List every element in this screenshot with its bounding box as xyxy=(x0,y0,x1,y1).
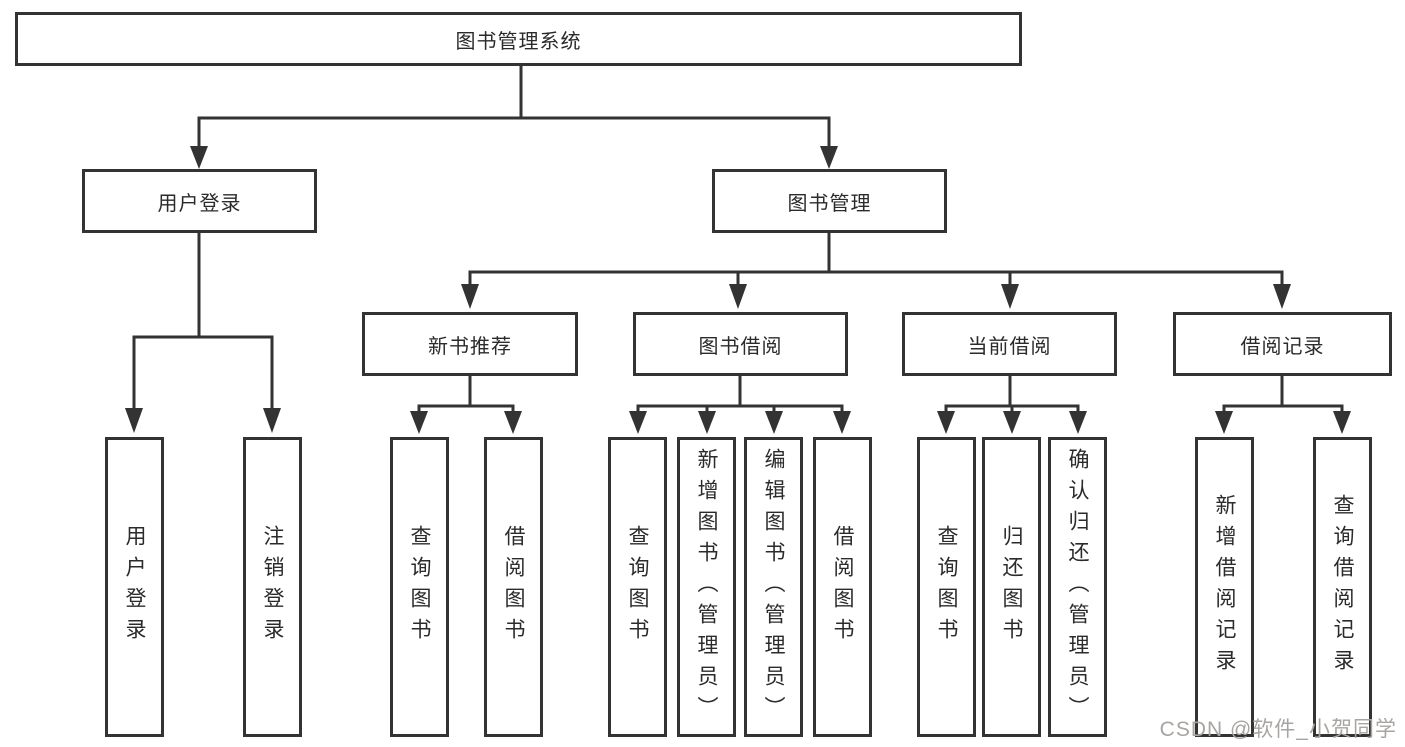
node-new-book-recommend: 新书推荐 xyxy=(362,312,578,376)
node-current-borrow: 当前借阅 xyxy=(902,312,1117,376)
leaf-confirm-return-admin: 确认归还（管理员） xyxy=(1048,437,1107,737)
node-user-login: 用户登录 xyxy=(82,169,317,233)
leaf-add-books-admin: 新增图书（管理员） xyxy=(677,437,736,737)
node-book-borrow: 图书借阅 xyxy=(633,312,848,376)
node-system-root: 图书管理系统 xyxy=(15,12,1022,66)
node-book-management: 图书管理 xyxy=(712,169,947,233)
leaf-query-borrow-record: 查询借阅记录 xyxy=(1313,437,1372,737)
leaf-query-books-recommend: 查询图书 xyxy=(390,437,449,737)
leaf-add-borrow-record: 新增借阅记录 xyxy=(1195,437,1254,737)
leaf-user-login: 用户登录 xyxy=(105,437,164,737)
node-borrow-records: 借阅记录 xyxy=(1173,312,1392,376)
leaf-logout: 注销登录 xyxy=(243,437,302,737)
leaf-borrow-books-borrow: 借阅图书 xyxy=(813,437,872,737)
leaf-return-books: 归还图书 xyxy=(982,437,1041,737)
leaf-query-books-current: 查询图书 xyxy=(917,437,976,737)
leaf-query-books-borrow: 查询图书 xyxy=(608,437,667,737)
leaf-borrow-books-recommend: 借阅图书 xyxy=(484,437,543,737)
leaf-edit-books-admin: 编辑图书（管理员） xyxy=(744,437,803,737)
watermark: CSDN @软件_小贺同学 xyxy=(1159,718,1397,741)
